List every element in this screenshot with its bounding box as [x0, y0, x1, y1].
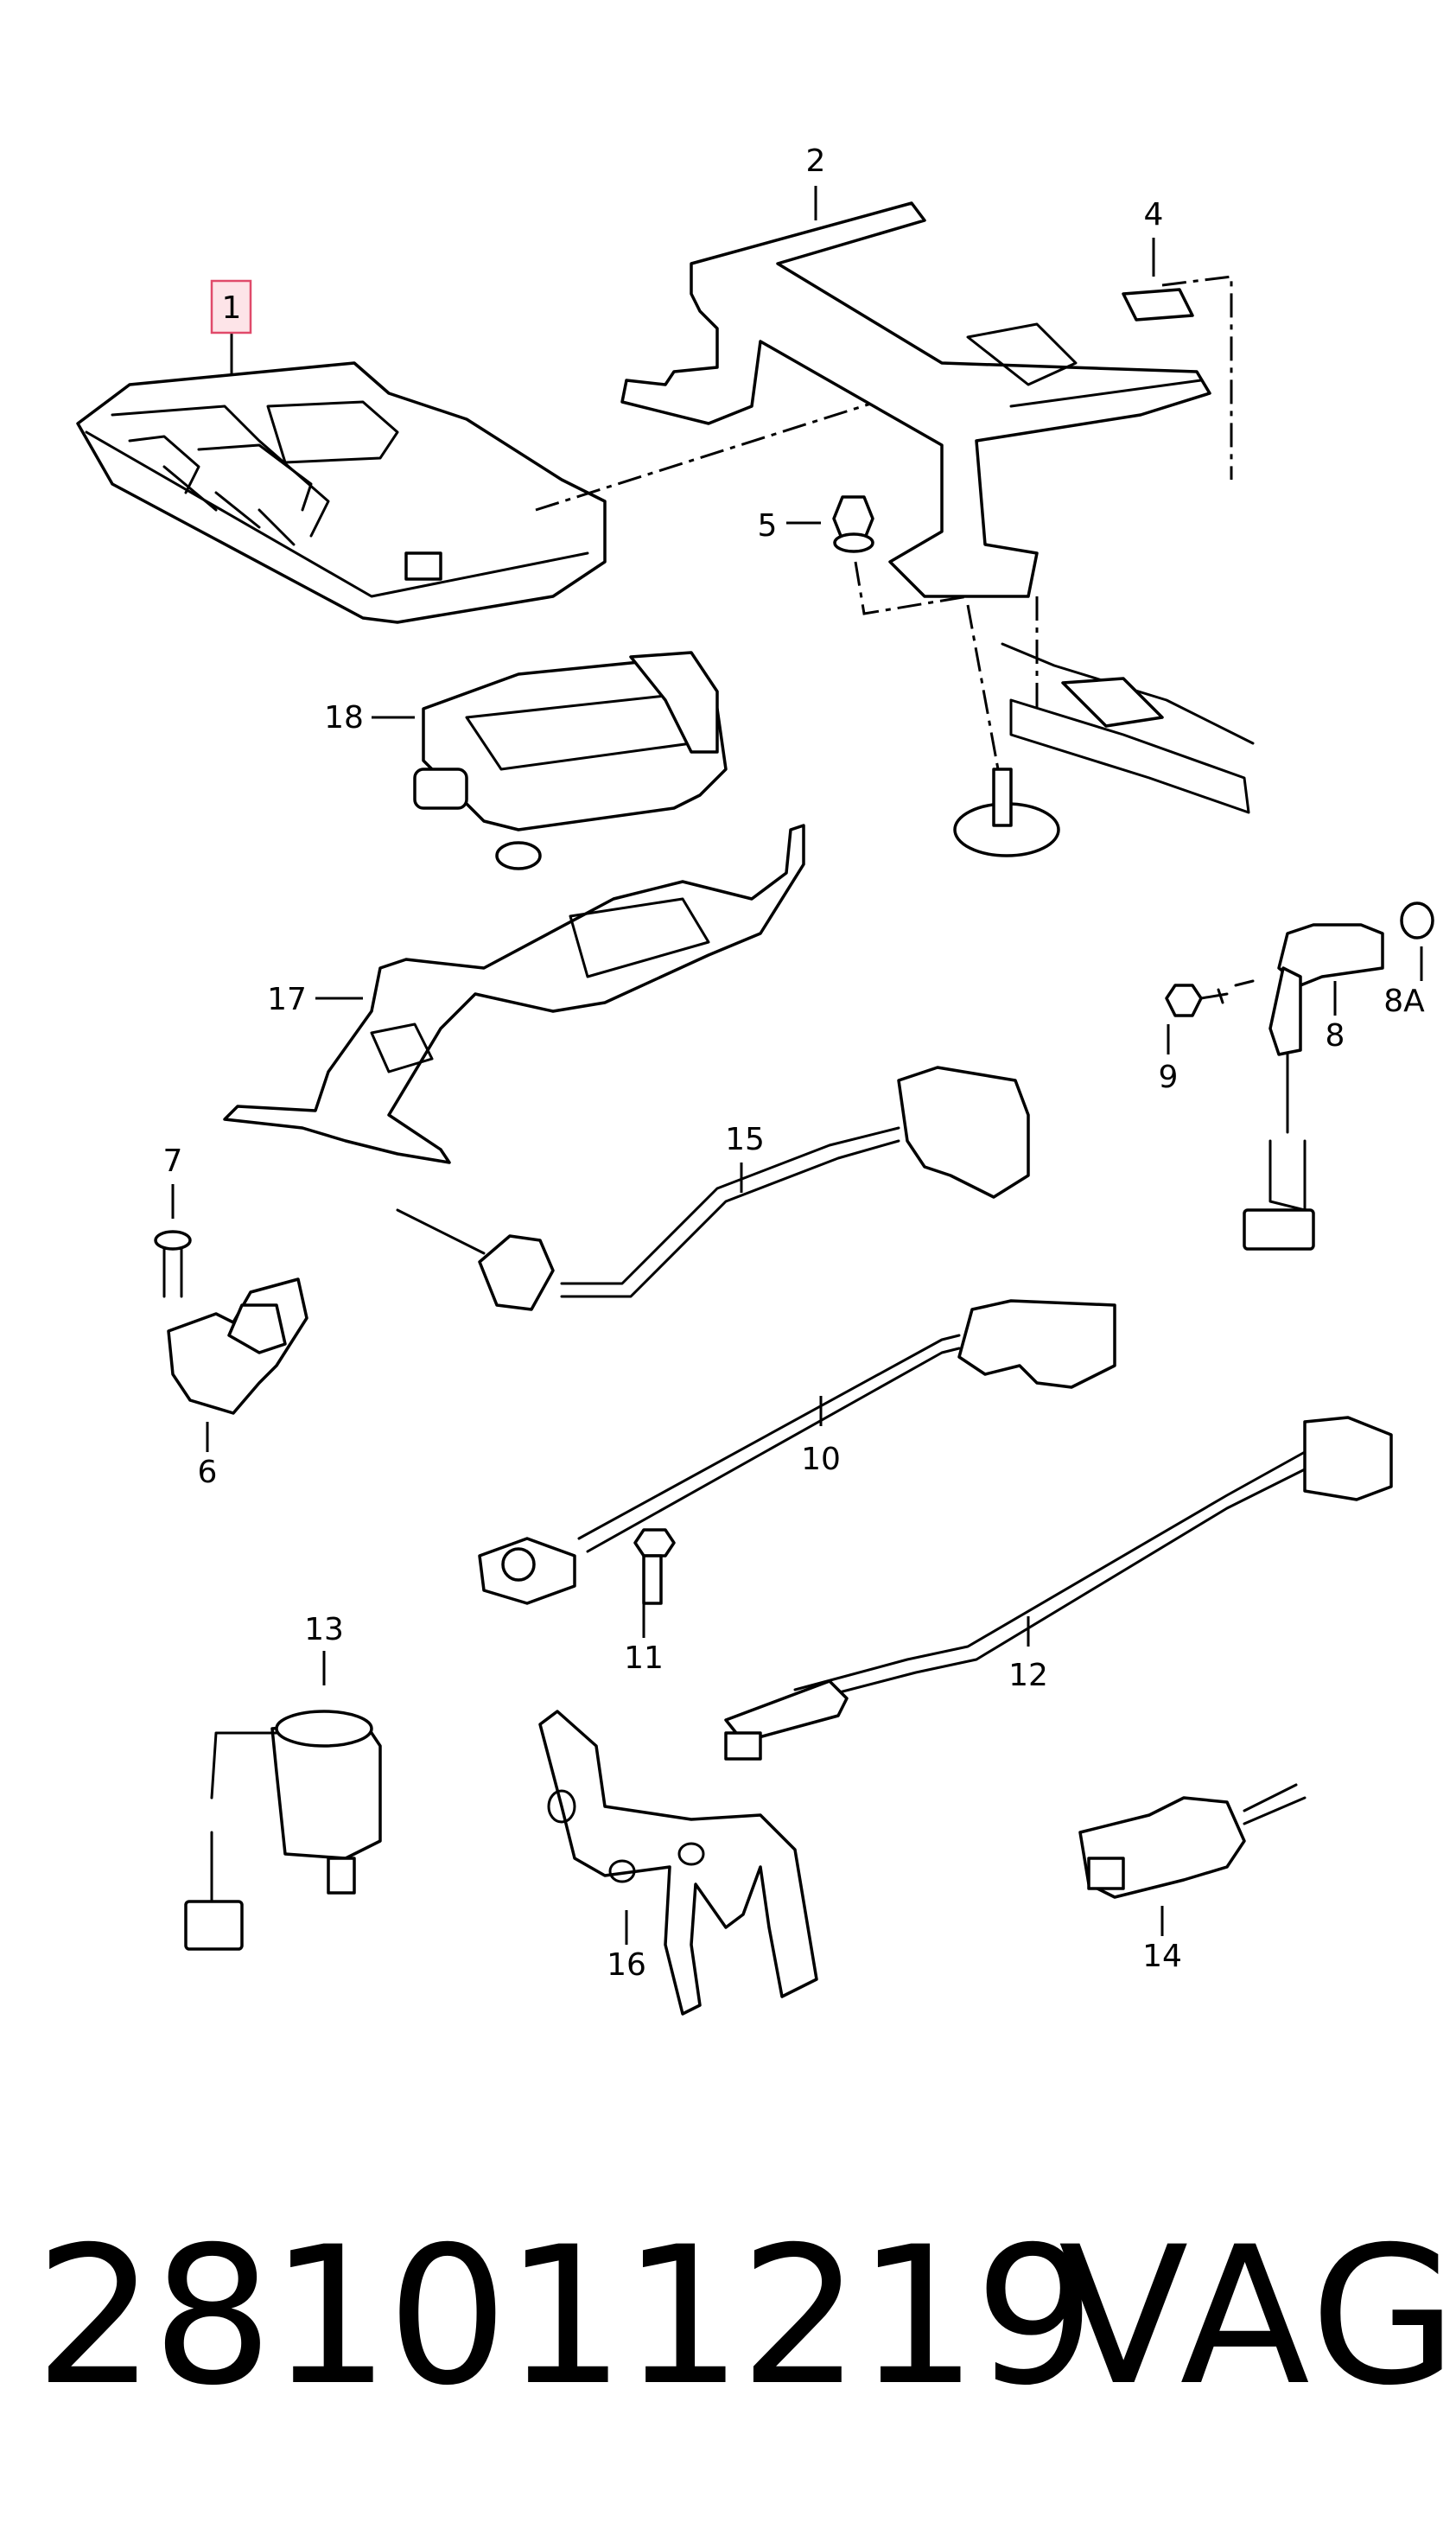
- part-1-control-unit[interactable]: [76, 361, 607, 624]
- callout-6[interactable]: 6: [198, 1455, 218, 1490]
- callout-5[interactable]: 5: [758, 508, 778, 544]
- part-17-bracket-plate[interactable]: [223, 824, 805, 1164]
- exploded-parts-diagram: 1 2 4 5 6 7 8 8A 9 10 11 12 13 14 15 16 …: [76, 143, 1434, 2016]
- leader-lines: [171, 186, 1423, 1945]
- callout-2[interactable]: 2: [806, 143, 826, 179]
- part-10-knock-sensor[interactable]: [478, 1299, 1116, 1605]
- part-8-sensor[interactable]: [1243, 901, 1434, 1251]
- callout-12[interactable]: 12: [1008, 1658, 1048, 1693]
- callout-17[interactable]: 17: [267, 982, 307, 1017]
- highlight-box: [210, 279, 252, 334]
- part-9-bolt[interactable]: [1165, 979, 1255, 1017]
- part-14-switch[interactable]: [1078, 1783, 1307, 1899]
- callout-9[interactable]: 9: [1159, 1060, 1179, 1095]
- callout-16[interactable]: 16: [607, 1947, 646, 1983]
- part-12-oxygen-sensor[interactable]: [724, 1416, 1393, 1761]
- callout-14[interactable]: 14: [1142, 1939, 1182, 1974]
- callout-1[interactable]: 1: [222, 290, 242, 326]
- part-7-screw[interactable]: [154, 1230, 192, 1298]
- part-6-throttle-sensor[interactable]: [167, 1277, 308, 1415]
- part-number: 281011219: [35, 2206, 1096, 2427]
- part-11-bolt[interactable]: [633, 1528, 676, 1605]
- callout-7[interactable]: 7: [163, 1143, 183, 1179]
- part-4-pad[interactable]: [1122, 288, 1194, 322]
- callout-11[interactable]: 11: [624, 1640, 664, 1676]
- brand-name: VAG: [1059, 2206, 1456, 2427]
- part-16-bracket[interactable]: [538, 1710, 818, 2016]
- callout-4[interactable]: 4: [1144, 197, 1164, 233]
- callout-18[interactable]: 18: [324, 700, 364, 736]
- part-13-valve[interactable]: [184, 1710, 382, 1951]
- callout-10[interactable]: 10: [801, 1442, 841, 1477]
- callout-13[interactable]: 13: [304, 1612, 344, 1647]
- part-2-bracket[interactable]: [620, 201, 1211, 598]
- callout-8a[interactable]: 8A: [1383, 984, 1425, 1019]
- callout-8[interactable]: 8: [1326, 1018, 1345, 1054]
- callout-15[interactable]: 15: [725, 1122, 765, 1157]
- part-18-module[interactable]: [413, 651, 728, 870]
- mounting-stud: [953, 604, 1255, 857]
- part-15-cable-sensor[interactable]: [396, 1066, 1030, 1311]
- part-5-nut[interactable]: [832, 495, 874, 553]
